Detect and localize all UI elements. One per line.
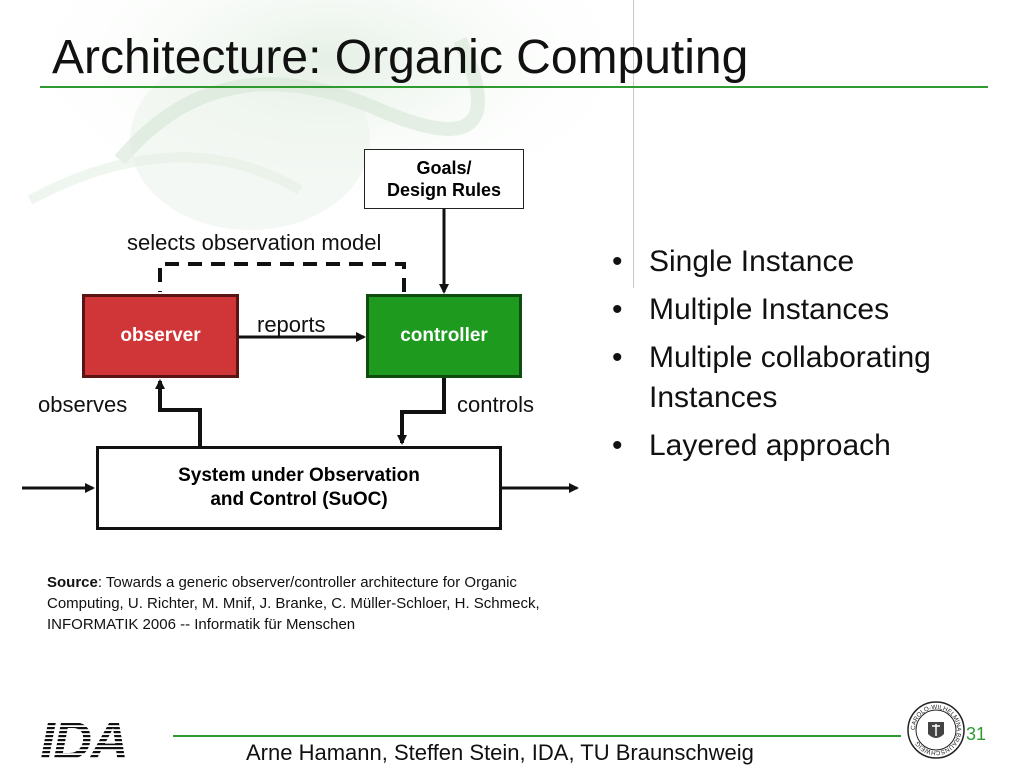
controls-label: controls	[457, 392, 535, 417]
footer-authors: Arne Hamann, Steffen Stein, IDA, TU Brau…	[246, 740, 754, 765]
bullet-item: Layered approach	[612, 426, 1012, 466]
bullet-list: Single Instance Multiple Instances Multi…	[612, 242, 1012, 474]
bullet-item: Multiple Instances	[612, 290, 1012, 330]
controller-box: controller	[366, 294, 522, 378]
selects-observation-model-label: selects observation model	[127, 230, 382, 255]
controller-label: controller	[400, 325, 488, 346]
observes-label: observes	[38, 392, 128, 417]
vertical-divider	[633, 0, 634, 288]
slide-title: Architecture: Organic Computing	[52, 31, 749, 84]
source-label: Source	[47, 574, 98, 591]
footer-rule	[173, 735, 901, 737]
bullet-item: Single Instance	[612, 242, 1012, 282]
source-text: : Towards a generic observer/controller …	[47, 574, 540, 633]
suoc-box: System under Observation and Control (Su…	[96, 446, 502, 530]
suoc-line1: System under Observation	[178, 465, 420, 486]
controls-arrow	[397, 378, 446, 445]
observes-arrow	[155, 379, 202, 446]
observer-box: observer	[82, 294, 239, 378]
goals-line1: Goals/	[416, 158, 472, 178]
bullet-item: Multiple collaborating Instances	[612, 338, 1012, 418]
goals-design-rules-box: Goals/ Design Rules	[364, 149, 524, 209]
ida-logo-text: IDA	[40, 715, 127, 763]
suoc-line2: and Control (SuOC)	[210, 489, 388, 510]
university-seal-icon: CAROLO-WILHELMINA BRAUNSCHWEIG	[907, 701, 965, 759]
goals-line2: Design Rules	[386, 180, 502, 200]
title-underline	[40, 86, 988, 88]
selects-observation-model-dashed	[158, 262, 406, 292]
ida-logo: IDA	[40, 715, 129, 763]
reports-label: reports	[257, 312, 326, 337]
source-citation: Source: Towards a generic observer/contr…	[47, 572, 587, 635]
page-number: 31	[966, 724, 987, 744]
observer-label: observer	[120, 325, 201, 346]
